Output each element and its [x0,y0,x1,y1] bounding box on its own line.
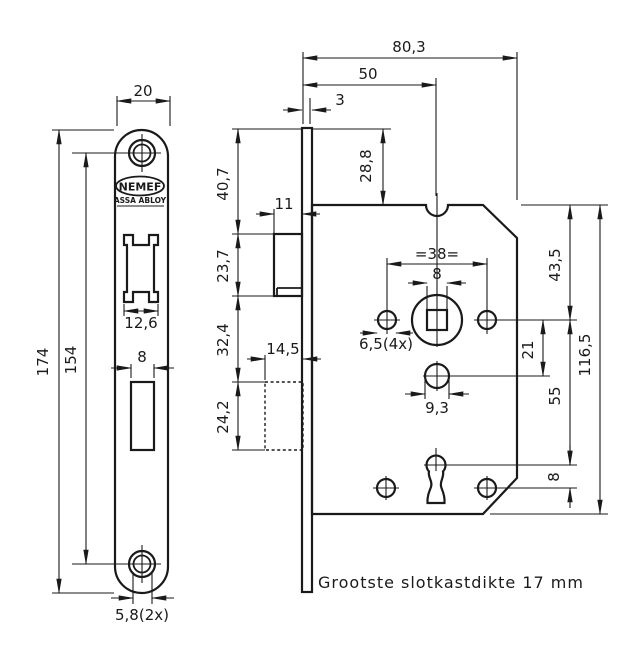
brand-group-label: ASSA ABLOY [114,196,167,205]
side-dimensions: 80,3 50 3 28,8 40,7 23,7 32,4 24,2 11 [214,38,608,516]
dim-screw-spacing-label: 154 [62,346,80,375]
dim-bolt-protrusion-label: 14,5 [266,340,299,358]
front-dimensions: 20 174 154 12,6 8 5,8(2x) [34,82,174,624]
dim-fixing-hole-label: 6,5(4x) [359,335,413,353]
dim-plate-height-label: 174 [34,348,52,377]
dim-faceplate-thickness-label: 3 [335,91,345,109]
dim-case-height-label: 116,5 [576,334,594,377]
dead-bolt-dashed [264,381,304,451]
dim-latch-to-bolt-label: 32,4 [214,323,232,356]
dim-latch-height-label: 23,7 [214,249,232,282]
dim-spindle-to-keyhole-label: 55 [546,386,564,405]
dim-latch-protrusion-label: 11 [274,195,293,213]
bolt-cutout [129,380,156,452]
dim-hole-spacing-label: =38= [415,245,459,263]
dim-keyhole-to-bottom-label: 8 [545,472,563,482]
dim-spindle-to-cylinder-label: 21 [519,340,537,359]
faceplate-outline [113,128,170,595]
latch-bolt-side [272,232,304,298]
dim-screw-hole-label: 5,8(2x) [115,606,169,624]
latch-cutout [122,233,160,304]
dim-latch-cutout-label: 12,6 [124,314,157,332]
faceplate-edge [300,126,314,594]
dim-spindle-label: 8 [432,265,442,283]
dim-bolt-height-label: 24,2 [214,400,232,433]
dim-top-to-latch-label: 40,7 [214,167,232,200]
dim-total-depth-label: 80,3 [392,38,425,56]
dim-bolt-cutout-label: 8 [137,348,147,366]
nemef-oval [115,175,165,197]
brand-name-label: NEMEF [119,181,162,194]
dim-plate-width-label: 20 [133,82,152,100]
dim-case-top-to-spindle-label: 43,5 [546,248,564,281]
dim-cylinder-hole-label: 9,3 [425,399,449,417]
side-view [264,126,577,594]
dim-backset-label: 50 [358,65,377,83]
dim-top-to-case-label: 28,8 [357,149,375,182]
brand-logo: NEMEF ASSA ABLOY [114,175,167,207]
note-text: Grootste slotkastdikte 17 mm [318,573,584,592]
lock-case-outline [310,203,519,516]
